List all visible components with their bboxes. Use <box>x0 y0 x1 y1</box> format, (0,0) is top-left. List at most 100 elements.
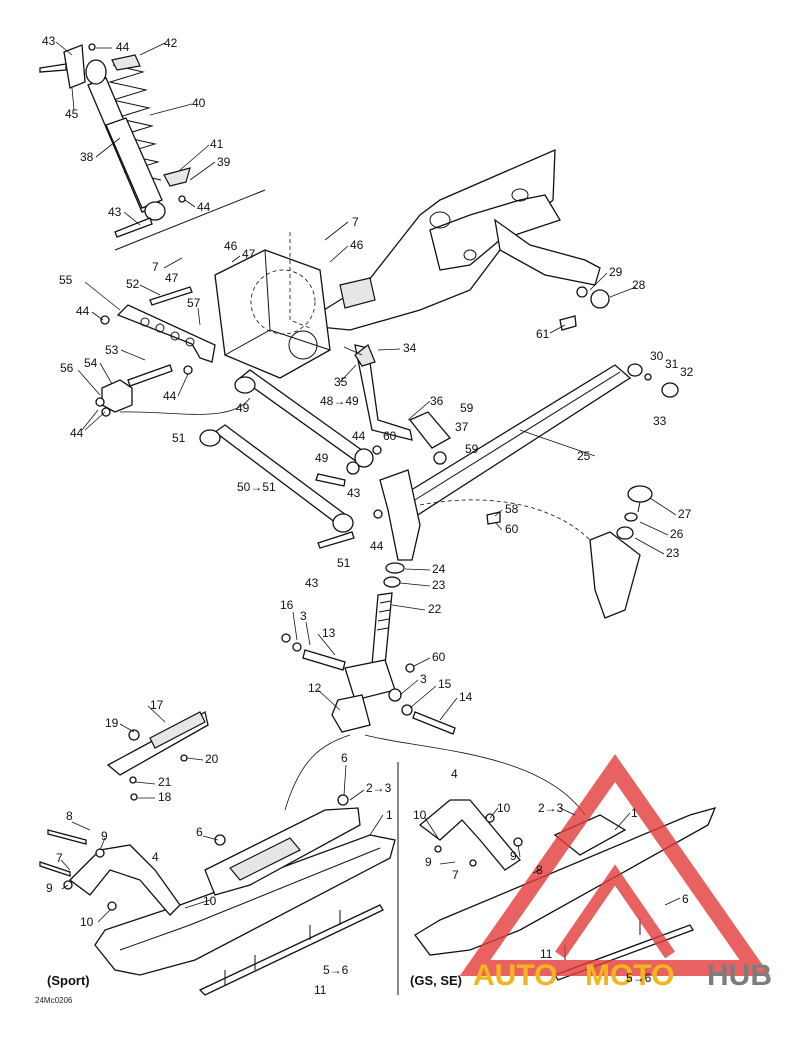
label-47: 47 <box>165 271 179 285</box>
label-2-3: 2→3 <box>366 781 392 795</box>
label-21: 21 <box>158 775 172 789</box>
label-15: 15 <box>438 677 452 691</box>
label-44: 44 <box>370 539 384 553</box>
watermark-hub: HUB <box>707 959 772 992</box>
label-3: 3 <box>300 609 307 623</box>
label-41: 41 <box>210 137 224 151</box>
label-7: 7 <box>56 851 63 865</box>
label-6: 6 <box>341 751 348 765</box>
label-11: 11 <box>314 983 327 997</box>
label-6: 6 <box>196 825 203 839</box>
label-60: 60 <box>383 429 397 443</box>
mounting-bracket-box <box>214 232 331 379</box>
label-5-6: 5→6 <box>323 963 349 977</box>
label-60: 60 <box>432 650 446 664</box>
watermark-logo: AUTO MOTO HUB <box>459 754 772 992</box>
label-5-6: 5→6 <box>626 971 652 985</box>
label-55: 55 <box>59 273 73 287</box>
label-30: 30 <box>650 349 664 363</box>
label-8: 8 <box>66 809 73 823</box>
label-16: 16 <box>280 598 294 612</box>
label-47: 47 <box>242 247 256 261</box>
label-2-3: 2→3 <box>538 801 564 815</box>
ski-stopper-bracket <box>106 710 209 801</box>
spindle-assembly <box>281 562 586 816</box>
label-43: 43 <box>305 576 319 590</box>
caption-sport: (Sport) <box>47 973 90 988</box>
label-42: 42 <box>164 36 178 50</box>
label-28: 28 <box>632 278 646 292</box>
label-13: 13 <box>322 626 336 640</box>
watermark-triangle <box>459 754 771 976</box>
label-7: 7 <box>352 215 359 229</box>
label-44: 44 <box>163 389 177 403</box>
label-50-51: 50→51 <box>237 480 276 494</box>
label-51: 51 <box>172 431 186 445</box>
caption-gs-se: (GS, SE) <box>410 973 462 988</box>
label-23: 23 <box>666 546 680 560</box>
label-10: 10 <box>497 801 511 815</box>
label-18: 18 <box>158 790 172 804</box>
label-45: 45 <box>65 107 79 121</box>
label-22: 22 <box>428 602 442 616</box>
sway-bar-and-trailing-arm <box>354 344 679 561</box>
frame-chassis <box>298 148 610 331</box>
label-46: 46 <box>350 238 364 252</box>
label-53: 53 <box>105 343 119 357</box>
label-36: 36 <box>430 394 444 408</box>
label-27: 27 <box>678 507 692 521</box>
label-10: 10 <box>203 894 217 908</box>
watermark-moto: MOTO <box>585 959 674 992</box>
label-48-49: 48→49 <box>320 394 359 408</box>
label-44: 44 <box>116 40 130 54</box>
label-1: 1 <box>631 806 638 820</box>
label-57: 57 <box>187 296 201 310</box>
label-54: 54 <box>84 356 98 370</box>
label-34: 34 <box>403 341 417 355</box>
label-39: 39 <box>217 155 231 169</box>
label-4: 4 <box>451 767 458 781</box>
label-40: 40 <box>192 96 206 110</box>
radius-rods <box>199 369 383 549</box>
label-9: 9 <box>101 829 108 843</box>
label-1: 1 <box>386 808 393 822</box>
label-44: 44 <box>197 200 211 214</box>
label-23: 23 <box>432 578 446 592</box>
label-9: 9 <box>510 849 517 863</box>
diagram-code: 24Mc0206 <box>35 996 73 1005</box>
label-33: 33 <box>653 414 667 428</box>
label-38: 38 <box>80 150 94 164</box>
label-60: 60 <box>505 522 519 536</box>
label-10: 10 <box>413 808 427 822</box>
label-7: 7 <box>152 260 159 274</box>
label-7: 7 <box>452 868 459 882</box>
label-46: 46 <box>224 239 238 253</box>
label-37: 37 <box>455 420 469 434</box>
label-12: 12 <box>308 681 322 695</box>
label-31: 31 <box>665 357 679 371</box>
label-56: 56 <box>60 361 74 375</box>
label-35: 35 <box>334 375 348 389</box>
ski-sport <box>39 794 396 996</box>
label-20: 20 <box>205 752 219 766</box>
label-59: 59 <box>460 401 474 415</box>
label-59: 59 <box>465 442 479 456</box>
label-4: 4 <box>152 850 159 864</box>
label-24: 24 <box>432 562 446 576</box>
label-9: 9 <box>425 855 432 869</box>
label-43: 43 <box>347 486 361 500</box>
label-11: 11 <box>540 947 553 961</box>
label-44: 44 <box>70 426 84 440</box>
shock-absorber-assembly <box>39 43 266 251</box>
label-49: 49 <box>236 401 250 415</box>
left-brackets <box>95 286 251 417</box>
label-32: 32 <box>680 365 694 379</box>
label-44: 44 <box>76 304 90 318</box>
label-9: 9 <box>46 881 53 895</box>
label-43: 43 <box>42 34 56 48</box>
label-52: 52 <box>126 277 140 291</box>
label-25: 25 <box>577 449 591 463</box>
label-29: 29 <box>609 265 623 279</box>
label-6: 6 <box>682 892 689 906</box>
